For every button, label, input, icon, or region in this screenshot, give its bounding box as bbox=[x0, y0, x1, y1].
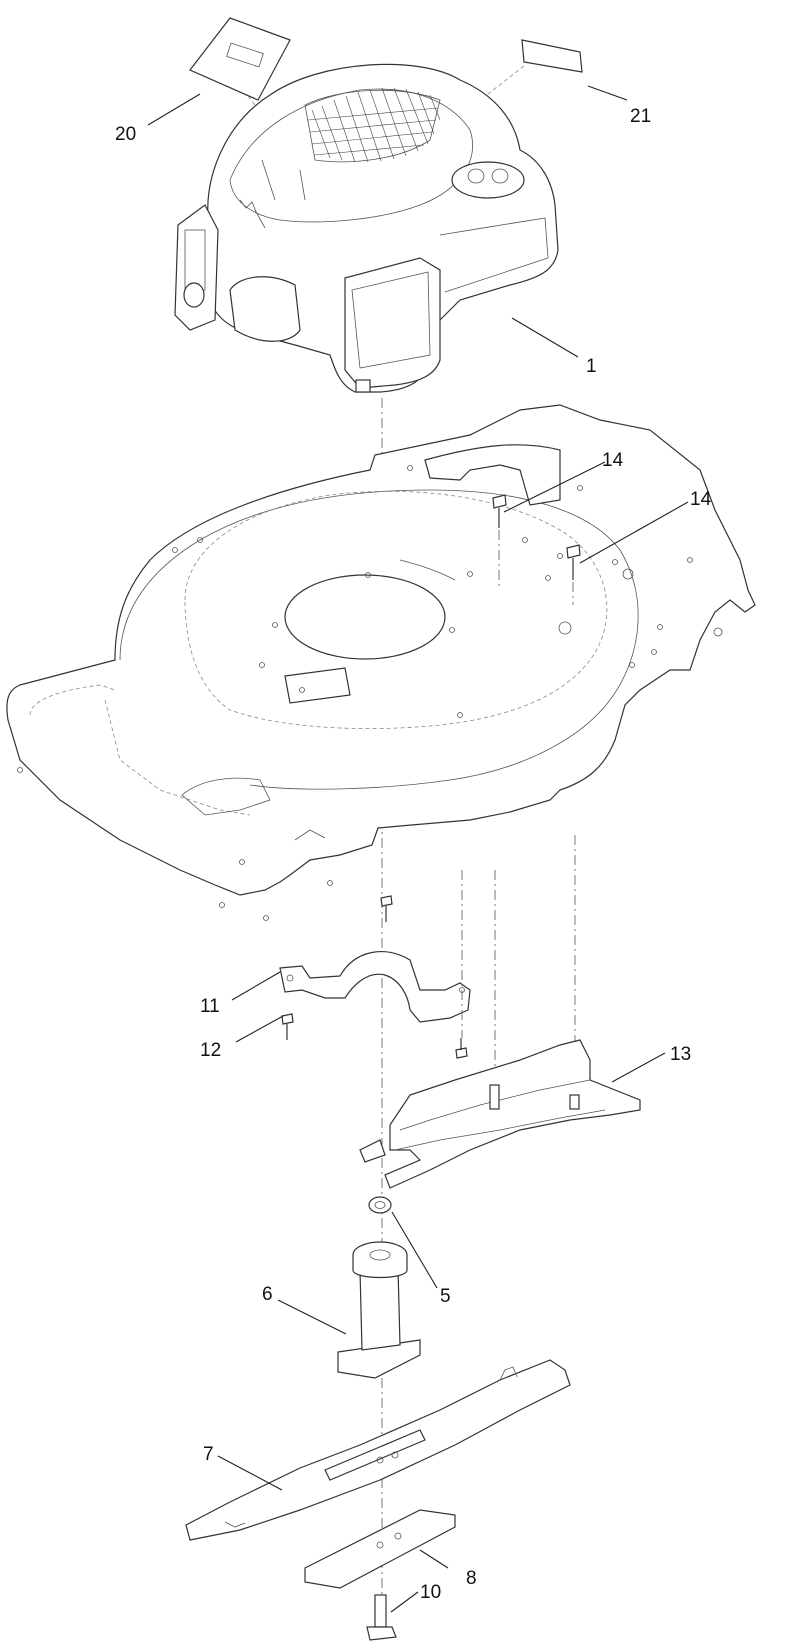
callout-14b-label: 14 bbox=[690, 489, 712, 510]
callout-21-label: 21 bbox=[630, 106, 651, 127]
mulch-plug-part bbox=[359, 1039, 641, 1189]
bolt-14a-part bbox=[492, 494, 507, 528]
leader-lines bbox=[147, 85, 689, 1613]
blade-adapter-part bbox=[337, 1241, 421, 1379]
bolt-12-part bbox=[281, 1013, 294, 1040]
callout-1-label: 1 bbox=[586, 356, 597, 377]
callout-10-label: 10 bbox=[420, 1582, 441, 1603]
blade-part bbox=[185, 1359, 571, 1541]
callout-14a-label: 14 bbox=[602, 450, 624, 471]
callout-20-label: 20 bbox=[115, 124, 136, 145]
callout-8-label: 8 bbox=[466, 1568, 477, 1589]
mower-deck-part bbox=[6, 404, 756, 921]
blade-bolt-part bbox=[366, 1594, 397, 1641]
nut-part bbox=[368, 1196, 392, 1214]
blade-stiffener-part bbox=[304, 1509, 456, 1589]
bracket-part bbox=[279, 951, 471, 1023]
callout-6-label: 6 bbox=[262, 1284, 273, 1305]
label-part bbox=[521, 39, 583, 73]
callout-11-label: 11 bbox=[200, 996, 220, 1017]
callout-5-label: 5 bbox=[440, 1286, 451, 1307]
callout-12-label: 12 bbox=[200, 1040, 221, 1061]
callout-7-label: 7 bbox=[203, 1444, 214, 1465]
bolt-14b-part bbox=[566, 544, 581, 580]
engine-part bbox=[174, 63, 559, 393]
bolt-under-deck-part bbox=[380, 895, 468, 1059]
callout-13-label: 13 bbox=[670, 1044, 691, 1065]
decal-part bbox=[189, 17, 291, 101]
